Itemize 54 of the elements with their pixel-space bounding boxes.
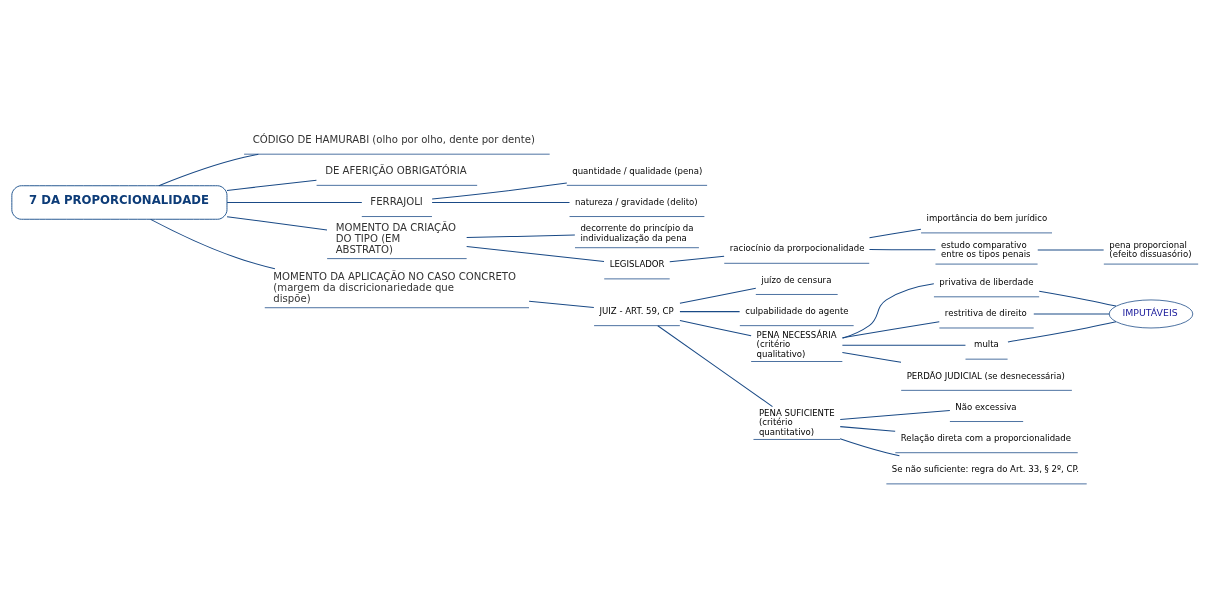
connector	[158, 153, 259, 187]
node-text: estudo comparativo entre os tipos penais	[940, 239, 1031, 259]
node-text: natureza / gravidade (delito)	[574, 196, 698, 207]
connector	[226, 216, 328, 231]
connector	[226, 179, 317, 191]
node-text: MOMENTO DA CRIAÇÃO DO TIPO (EM ABSTRATO)	[335, 221, 456, 255]
connector	[528, 300, 595, 308]
connector	[226, 202, 363, 203]
connector	[679, 311, 741, 313]
node-text: quantidade / qualidade (pena)	[572, 165, 703, 176]
node-text: DE AFERIÇÃO OBRIGATÓRIA	[325, 164, 467, 176]
node-ellipse: IMPUTÁVEIS	[1108, 299, 1194, 329]
connector	[869, 249, 936, 251]
node-text: PENA SUFICIENTE (critério quantitativo)	[758, 407, 835, 437]
connector	[1038, 290, 1117, 307]
node-text: FERRAJOLI	[370, 196, 423, 208]
node-text: PENA NECESSÁRIA (critério qualitativo)	[756, 329, 837, 359]
node-text: LEGISLADOR	[609, 259, 665, 270]
connector	[466, 246, 605, 262]
connector	[669, 255, 725, 263]
connector	[1033, 313, 1110, 315]
node-text: multa	[974, 339, 999, 350]
node-text: Relação direta com a proporcionalidade	[900, 432, 1072, 443]
node-text: privativa de liberdade	[939, 276, 1034, 287]
node-text: pena proporcional (efeito dissuasório)	[1109, 239, 1192, 259]
connector	[657, 325, 773, 408]
node-text: restritiva de direito	[944, 308, 1027, 319]
node-text: Não excessiva	[955, 401, 1017, 412]
connector	[841, 321, 940, 339]
node-text: PERDÃO JUDICIAL (se desnecessária)	[906, 370, 1065, 381]
node-text: juízo de censura	[761, 274, 832, 285]
connector	[839, 438, 900, 457]
node-text: CÓDIGO DE HAMURABI (olho por olho, dente por dente)	[252, 133, 535, 145]
connector	[841, 344, 966, 346]
node-text: MOMENTO DA APLICAÇÃO NO CASO CONCRETO (margem da discricionariedade que dispõe)	[273, 270, 517, 304]
connector	[431, 182, 568, 200]
connector	[842, 283, 935, 339]
node-text: JUIZ - ART. 59, CP	[599, 305, 674, 316]
connector	[150, 218, 276, 270]
connector	[679, 320, 752, 337]
connector	[839, 426, 896, 432]
node-text: raciocínio da prorpocionalidade	[729, 243, 865, 254]
connector	[466, 234, 576, 239]
node-text: culpabilidade do agente	[745, 305, 849, 316]
connector	[431, 202, 570, 203]
connector	[841, 352, 902, 363]
connector	[869, 228, 922, 239]
node-text: Se não suficiente: regra do Art. 33, § 2º, CP.	[891, 464, 1080, 475]
node-text: importância do bem jurídico	[926, 213, 1048, 224]
node-text: decorrente do princípio da individualização da pena	[580, 223, 694, 243]
connector	[679, 287, 757, 304]
connector	[1007, 321, 1117, 343]
connector	[839, 409, 951, 421]
node-box: 7 DA PROPORCIONALIDADE	[11, 185, 228, 220]
